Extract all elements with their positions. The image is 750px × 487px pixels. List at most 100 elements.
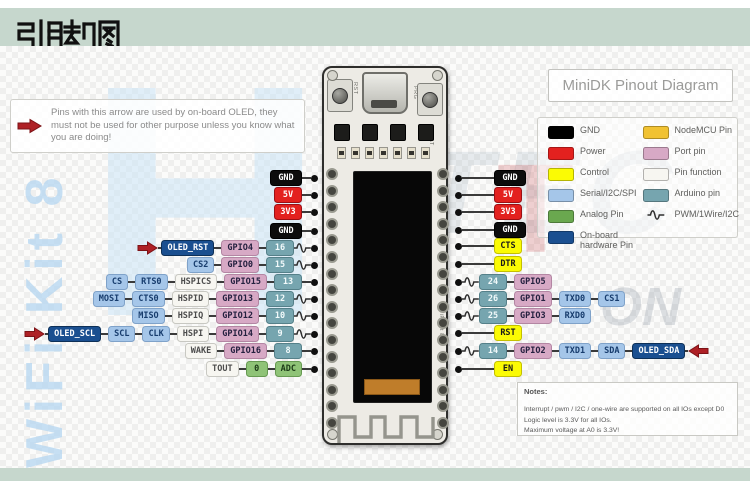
pin-wire: [135, 333, 143, 335]
legend-swatch: [548, 168, 574, 181]
pin-badge-5V: 5V: [274, 187, 302, 203]
pin-wire: [45, 333, 49, 335]
pin-wire: [507, 350, 514, 352]
pin-wire: [214, 264, 222, 266]
pin-wire: [685, 350, 689, 352]
pin-badge-OLED_RST: OLED_RST: [161, 240, 215, 256]
pin-hole: [436, 217, 449, 230]
pin-row-left: GND: [270, 170, 318, 186]
pin-row-right: 5V: [455, 187, 522, 203]
pin-badge-25: 25: [479, 308, 507, 324]
pin-wire: [302, 194, 311, 196]
pin-wire: [551, 315, 559, 317]
pin-wire: [302, 177, 311, 179]
pin-wire: [259, 247, 266, 249]
pin-badge-GPIO2: GPIO2: [514, 343, 552, 359]
pin-row-left: 5V: [274, 187, 318, 203]
pin-hole: [325, 367, 338, 380]
oled-arrow-icon: [688, 344, 709, 358]
legend-label: Control: [580, 167, 610, 177]
reset-button-cap: [332, 87, 348, 104]
legend-swatch: [548, 147, 574, 160]
pin-badge-CS1: CS1: [598, 291, 626, 307]
pin-hole: [436, 267, 449, 280]
pin-badge-EN: EN: [494, 361, 522, 377]
smd-chip: [390, 124, 406, 141]
pin-wire: [209, 333, 217, 335]
pin-badge-TXD1: TXD1: [558, 343, 592, 359]
pin-hole: [325, 400, 338, 413]
pin-wire: [214, 247, 222, 249]
pin-badge-CS2: CS2: [187, 257, 215, 273]
pin-badge-RST: RST: [494, 325, 522, 341]
pin-badge-HSPI: HSPI: [176, 326, 210, 342]
pin-badge-WAKE: WAKE: [184, 343, 218, 359]
pin-wire: [507, 298, 514, 300]
notes-line-3: Maximum voltage at A0 is 3.3V!: [524, 427, 620, 435]
smd-chip: [418, 124, 434, 141]
pin-badge-DTR: DTR: [494, 256, 522, 272]
pin-wire: [462, 211, 494, 213]
legend-swatch: [548, 210, 574, 223]
pin-dot: [455, 174, 462, 182]
legend-label: NodeMCU Pin: [674, 125, 733, 135]
pin-badge-GPIO13: GPIO13: [216, 291, 259, 307]
smd-resistor: [379, 147, 388, 159]
pin-badge-ADC: ADC: [274, 361, 302, 377]
pin-dot: [455, 295, 462, 303]
pin-badge-GPIO4: GPIO4: [221, 240, 259, 256]
pin-row-left: GND: [270, 223, 318, 239]
pin-wire: [302, 211, 311, 213]
pin-dot: [311, 312, 318, 320]
pin-wire: [551, 298, 559, 300]
pin-hole: [436, 417, 449, 429]
pin-hole: [436, 317, 449, 330]
pin-dot: [455, 208, 462, 216]
pin-dot: [311, 191, 318, 199]
pin-wire: [128, 281, 136, 283]
legend-item: Arduino pin: [642, 188, 735, 202]
pin-badge-MISO: MISO: [132, 308, 165, 324]
pin-badge-5V: 5V: [494, 187, 522, 203]
legend-item: Power: [548, 146, 637, 160]
legend-label: Port pin: [674, 146, 706, 156]
pin-wire: [158, 247, 162, 249]
oled-warning-note: Pins with this arrow are used by on-boar…: [10, 99, 305, 153]
pin-hole: [436, 168, 449, 180]
pin-wire: [591, 298, 599, 300]
pin-wire: [259, 298, 266, 300]
pin-wire: [125, 298, 133, 300]
pin-hole: [325, 334, 338, 346]
oled-display: [353, 171, 432, 403]
pin-hole: [325, 168, 338, 180]
pin-badge-HSPID: HSPID: [171, 291, 210, 307]
pwm-squiggle-icon: [294, 311, 311, 321]
pin-badge-GPIO0: GPIO0: [221, 257, 259, 273]
pin-badge-GND: GND: [494, 222, 526, 238]
legend-label: Serial/I2C/SPI: [580, 188, 637, 198]
reset-button: [327, 79, 353, 112]
pin-hole: [325, 300, 338, 313]
pin-wire: [507, 315, 514, 317]
pin-dot: [311, 244, 318, 252]
pin-badge-CLK: CLK: [142, 326, 170, 342]
pin-wire: [267, 368, 275, 370]
legend-item: On-board hardware Pin: [548, 230, 637, 251]
pin-badge-CTS: CTS: [494, 238, 522, 254]
pin-row-left: 3V3: [274, 204, 318, 220]
legend-item: Port pin: [642, 146, 735, 160]
pin-wire: [462, 332, 494, 334]
pin-badge-GPIO3: GPIO3: [514, 308, 552, 324]
pin-badge-GND: GND: [270, 223, 302, 239]
smd-resistor: [393, 147, 402, 159]
pin-row-right: GND: [455, 170, 526, 186]
pin-wire: [267, 281, 274, 283]
diagram-title-box: MiniDK Pinout Diagram: [548, 69, 733, 102]
pcb-antenna: [337, 415, 435, 443]
